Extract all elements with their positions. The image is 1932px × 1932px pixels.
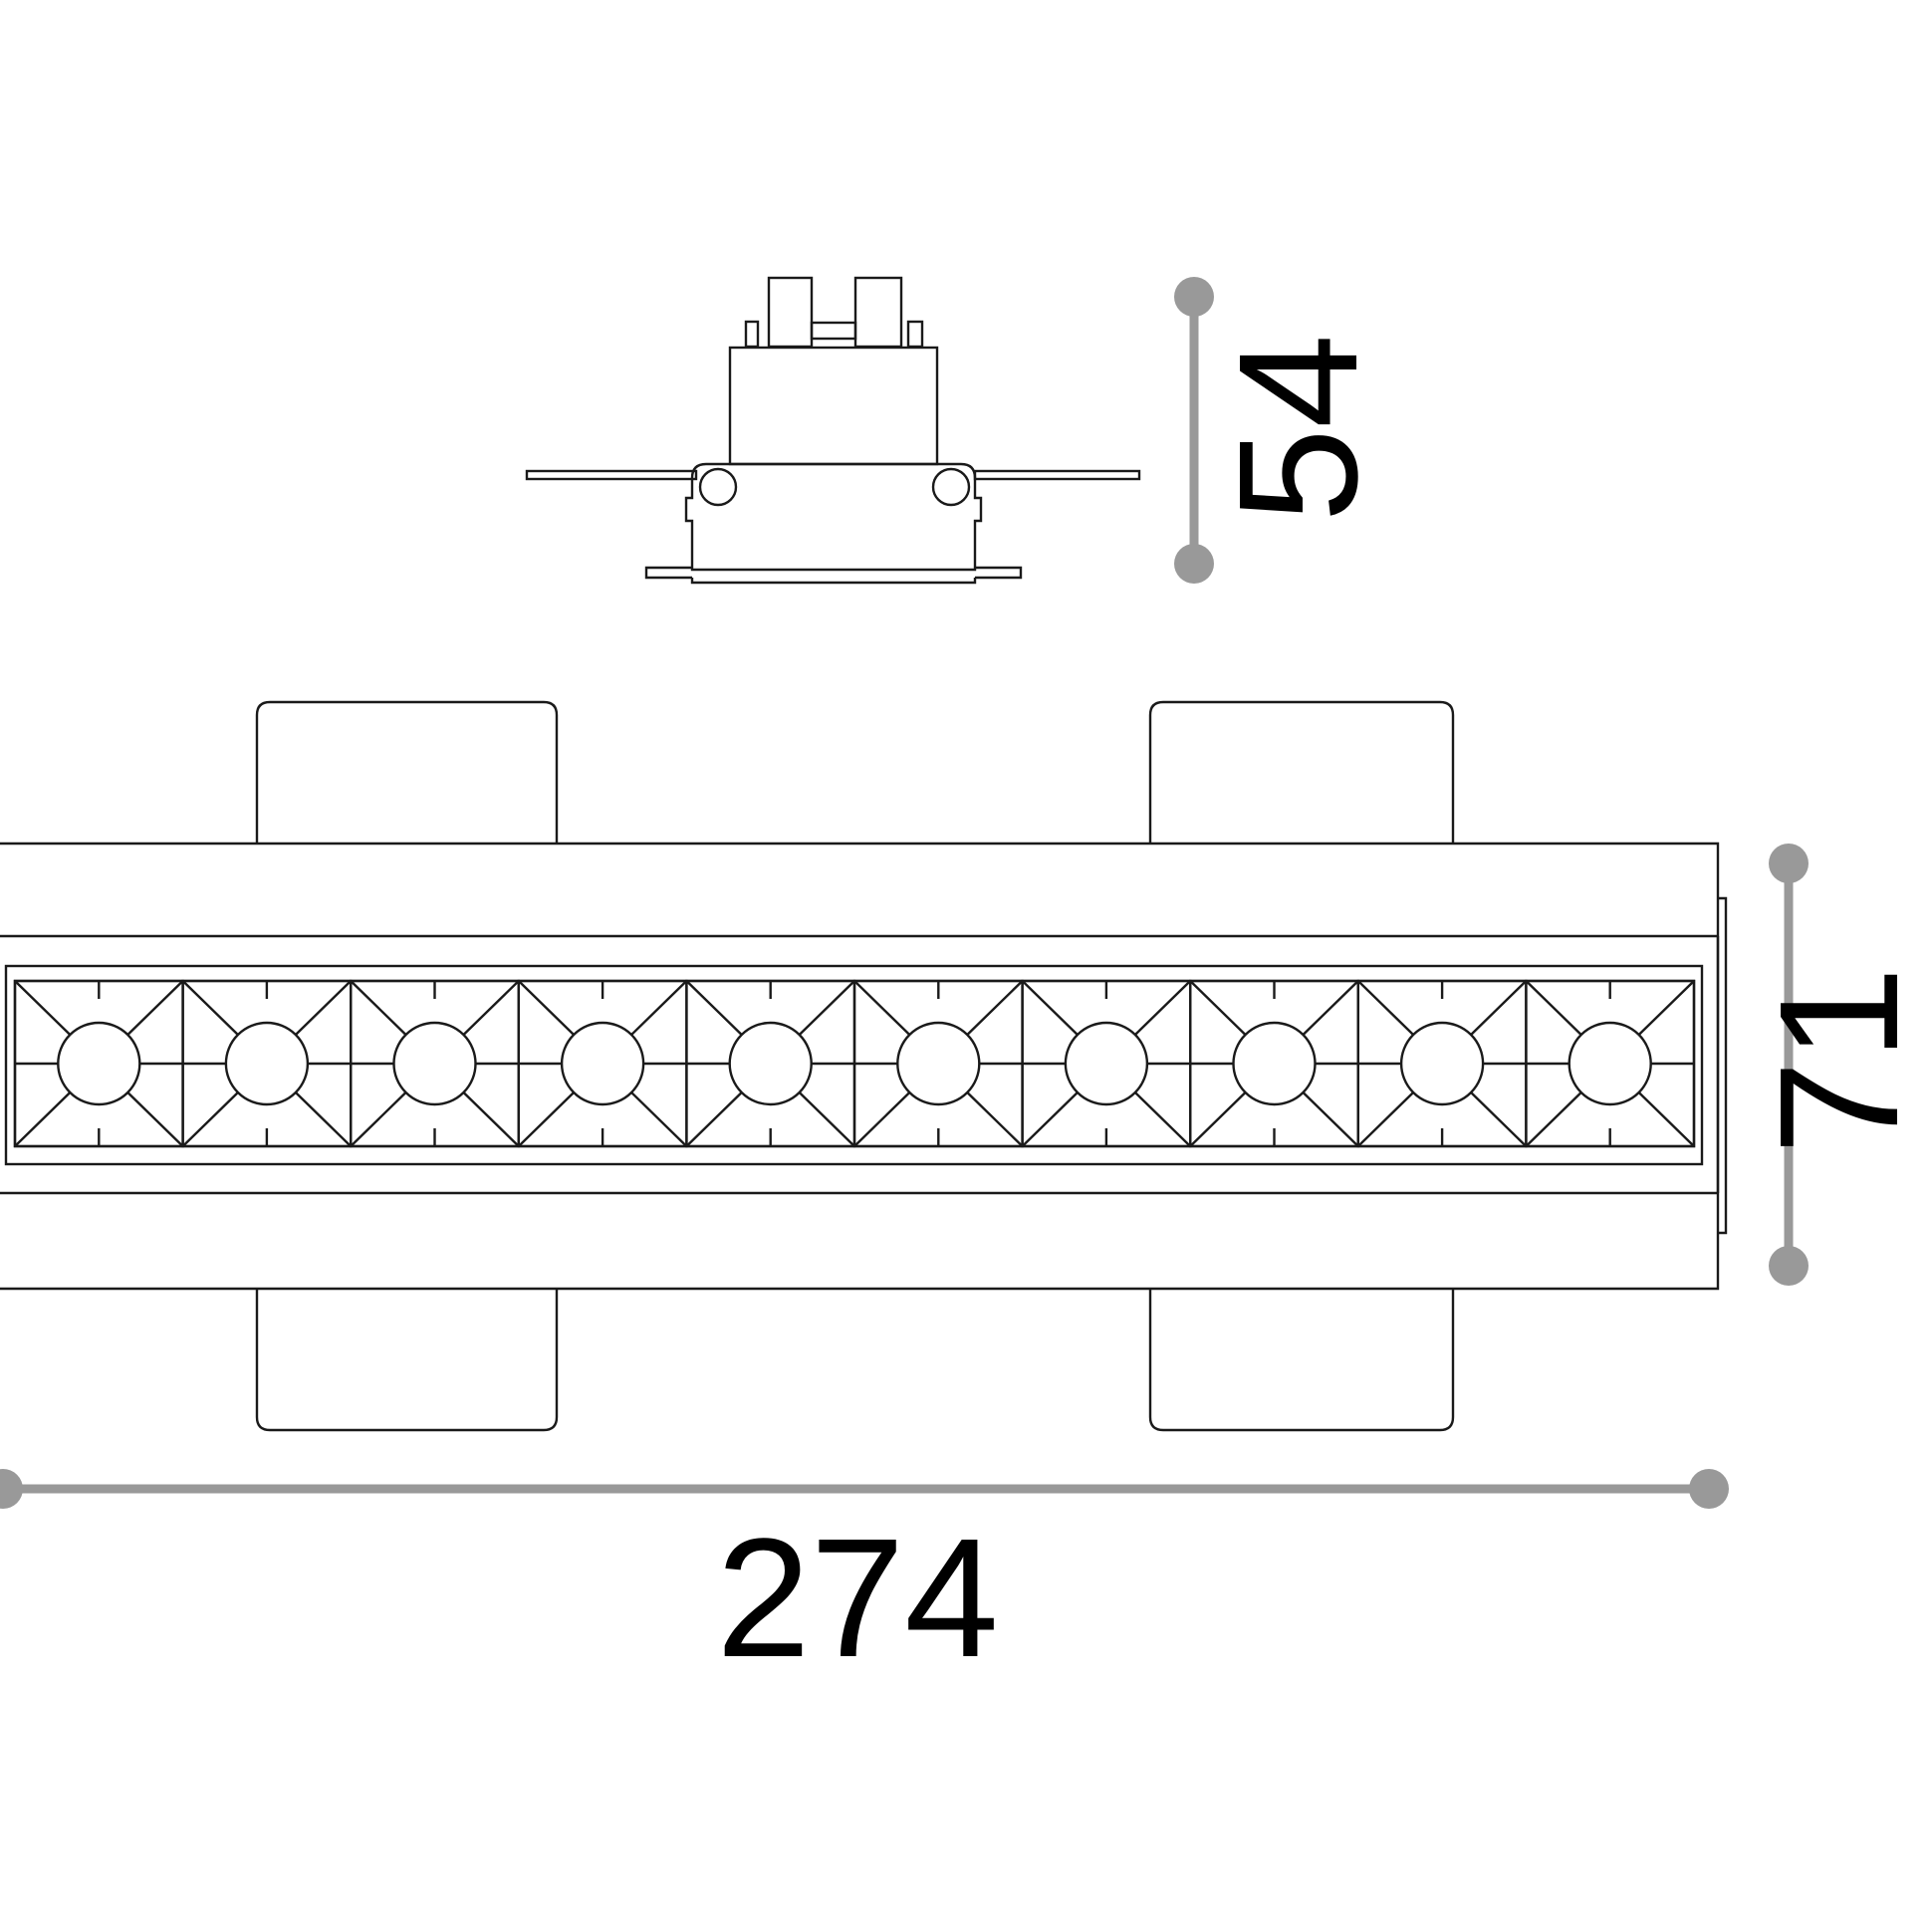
led-cell-reflector-line <box>798 980 855 1036</box>
led-cell-reflector-line <box>517 1091 575 1147</box>
led-lens <box>560 1021 645 1106</box>
height-dimension: 54 <box>1174 277 1393 584</box>
side-view-wing-right <box>973 469 1141 481</box>
led-lens <box>1399 1021 1485 1106</box>
led-cell <box>181 979 353 1148</box>
led-cells <box>13 979 1696 1148</box>
led-cell-reflector-line <box>1637 1091 1695 1147</box>
led-cell-reflector-line <box>126 1091 184 1147</box>
led-cell-reflector-line <box>1302 1091 1359 1147</box>
led-lens <box>896 1021 981 1106</box>
side-view-body-lower <box>684 462 983 572</box>
depth-dimension-dot-bottom <box>1769 1246 1809 1286</box>
led-cell-reflector-line <box>1637 980 1695 1036</box>
led-cell-reflector-line <box>462 1091 520 1147</box>
mounting-tab-bottom-left <box>255 1289 559 1432</box>
led-cell-reflector-line <box>350 980 407 1036</box>
side-view-clip-left <box>744 320 760 349</box>
led-lens <box>1064 1021 1149 1106</box>
led-cell <box>517 979 688 1148</box>
led-cell-reflector-line <box>966 1091 1024 1147</box>
led-cell <box>350 979 521 1148</box>
led-cell <box>13 979 184 1148</box>
led-cell-reflector-line <box>1189 980 1247 1036</box>
led-cell-reflector-line <box>517 980 575 1036</box>
led-cell-reflector-line <box>1021 1091 1079 1147</box>
width-dimension-dot-left <box>0 1469 23 1509</box>
height-dimension-label: 54 <box>1204 334 1393 522</box>
width-dimension-label: 274 <box>716 1504 999 1693</box>
led-cell-reflector-line <box>1134 980 1192 1036</box>
led-cell-reflector-line <box>1189 1091 1247 1147</box>
depth-dimension: 71 <box>1745 844 1932 1286</box>
width-dimension-dot-right <box>1689 1469 1729 1509</box>
side-view-foot-left <box>644 566 692 580</box>
led-strip-frame <box>4 964 1704 1166</box>
led-cell-reflector-line <box>1021 980 1079 1036</box>
led-cell-reflector-line <box>1302 980 1359 1036</box>
side-view-connector-left <box>767 276 814 349</box>
led-cell <box>1525 979 1696 1148</box>
side-view-connector-right <box>853 276 903 349</box>
led-cell-reflector-line <box>1525 1091 1582 1147</box>
led-cell-reflector-line <box>1134 1091 1192 1147</box>
height-dimension-dot-bottom <box>1174 544 1214 584</box>
led-cell <box>685 979 856 1148</box>
led-cell-reflector-line <box>14 1091 72 1147</box>
led-cell-reflector-line <box>630 980 688 1036</box>
mounting-tab-bottom-right <box>1148 1289 1455 1432</box>
front-view <box>0 700 1728 1432</box>
led-cell-reflector-line <box>1356 980 1414 1036</box>
led-cell-reflector-line <box>1356 1091 1414 1147</box>
led-cell-reflector-line <box>126 980 184 1036</box>
depth-dimension-label: 71 <box>1745 966 1932 1154</box>
led-cell-reflector-line <box>685 1091 743 1147</box>
led-cell-reflector-line <box>966 980 1024 1036</box>
trim-frame <box>0 934 1720 1195</box>
led-cell-reflector-line <box>1525 980 1582 1036</box>
led-cell-reflector-line <box>181 980 239 1036</box>
led-lens <box>57 1021 141 1106</box>
led-cell-reflector-line <box>685 980 743 1036</box>
housing-outline <box>0 842 1720 1291</box>
side-view-body-upper <box>728 346 939 466</box>
led-cell-reflector-line <box>853 1091 911 1147</box>
led-cell-reflector-line <box>181 1091 239 1147</box>
mounting-tab-top-left <box>255 700 559 844</box>
led-cell-reflector-line <box>853 980 911 1036</box>
led-lens <box>392 1021 477 1106</box>
led-cell-reflector-line <box>462 980 520 1036</box>
led-cell <box>1021 979 1192 1148</box>
led-cell-reflector-line <box>630 1091 688 1147</box>
led-cell <box>1356 979 1528 1148</box>
led-cell-reflector-line <box>295 980 353 1036</box>
led-lens <box>224 1021 310 1106</box>
mounting-tab-top-right <box>1148 700 1455 844</box>
depth-dimension-dot-top <box>1769 844 1809 883</box>
side-view-foot-right <box>975 566 1023 580</box>
side-view-clip-right <box>906 320 924 349</box>
side-view-wing-left <box>525 469 698 481</box>
height-dimension-dot-top <box>1174 277 1214 317</box>
led-cell-reflector-line <box>350 1091 407 1147</box>
side-view <box>525 276 1141 585</box>
led-cell-reflector-line <box>14 980 72 1036</box>
led-lens <box>1568 1021 1652 1106</box>
led-cell-reflector-line <box>1470 1091 1528 1147</box>
led-lens <box>728 1021 813 1106</box>
side-view-connector-bridge <box>810 321 857 341</box>
led-cell-reflector-line <box>798 1091 855 1147</box>
led-cell-reflector-line <box>1470 980 1528 1036</box>
led-cell-reflector-line <box>295 1091 353 1147</box>
led-lens <box>1232 1021 1317 1106</box>
led-cell <box>1188 979 1359 1148</box>
led-cell <box>852 979 1024 1148</box>
side-view-pivot-left <box>698 467 738 507</box>
housing-end-plate <box>1718 896 1728 1235</box>
width-dimension: 274 <box>0 1469 1729 1693</box>
side-view-pivot-right <box>931 467 971 507</box>
side-view-base <box>690 578 977 585</box>
